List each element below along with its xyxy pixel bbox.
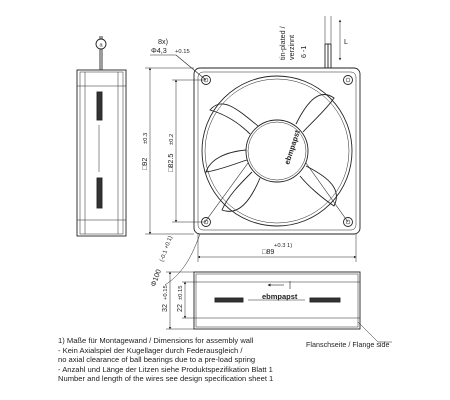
hole-diameter-label: Φ4,3 [151, 46, 167, 55]
dim-92-label: □92 [140, 158, 149, 170]
brand-side: ebmpapst [262, 292, 298, 301]
wire-length-label: 6 -1 [299, 46, 308, 58]
hole-leader [150, 54, 207, 81]
side-view-left [76, 36, 127, 237]
dim-92-tolerance: ±0.3 [143, 133, 149, 144]
note-line: - Kein Axialspiel der Kugellager durch F… [58, 345, 243, 355]
wire-spec-label-1: tin-plated / [278, 26, 287, 60]
bottom-vertical-dimensions [166, 271, 194, 330]
dim-22-tolerance: ±0.15 [178, 286, 184, 300]
wire-spec-label-2: verzinnt [287, 35, 296, 60]
callout-a-label: a [99, 43, 103, 49]
dim-32-tolerance: +0.15 [163, 285, 169, 300]
flange-side-label: Flanschseite / Flange side [306, 340, 390, 349]
dim-100-label: Φ100 [148, 268, 163, 288]
brand-front: ebmpapst [282, 129, 302, 166]
notes-block: 1) Maße für Montagewand / Dimensions for… [58, 336, 448, 384]
note-line: Number and length of the wires see desig… [58, 374, 274, 384]
callout-a-circle [95, 38, 107, 50]
wire-L-label: L [344, 37, 348, 46]
horizontal-dimension-89 [197, 234, 357, 262]
dim-89-label: □89 [262, 247, 274, 256]
hole-tolerance-label: +0.15 [175, 49, 190, 55]
note-line: 1) Maße für Montagewand / Dimensions for… [58, 336, 254, 345]
holes-count-label: 8x) [158, 37, 168, 46]
flange-leader [357, 321, 392, 343]
note-line: - Anzahl und Länge der Litzen siehe Prod… [58, 364, 273, 374]
side-view-bottom [193, 271, 361, 330]
dim-100-tolerance: (-0.1 +0.1) [159, 235, 174, 262]
vertical-dimensions [145, 67, 206, 286]
dim-82-5-label: □82.5 [166, 154, 175, 172]
dim-82-5-tolerance: ±0.2 [169, 134, 175, 145]
front-view [193, 16, 361, 235]
dim-32-label: 32 [160, 304, 169, 312]
dim-22-label: 22 [175, 304, 184, 312]
dim-89-tolerance: +0.3 1) [274, 243, 292, 249]
note-line: no axial clearance of ball bearings due … [58, 355, 256, 365]
